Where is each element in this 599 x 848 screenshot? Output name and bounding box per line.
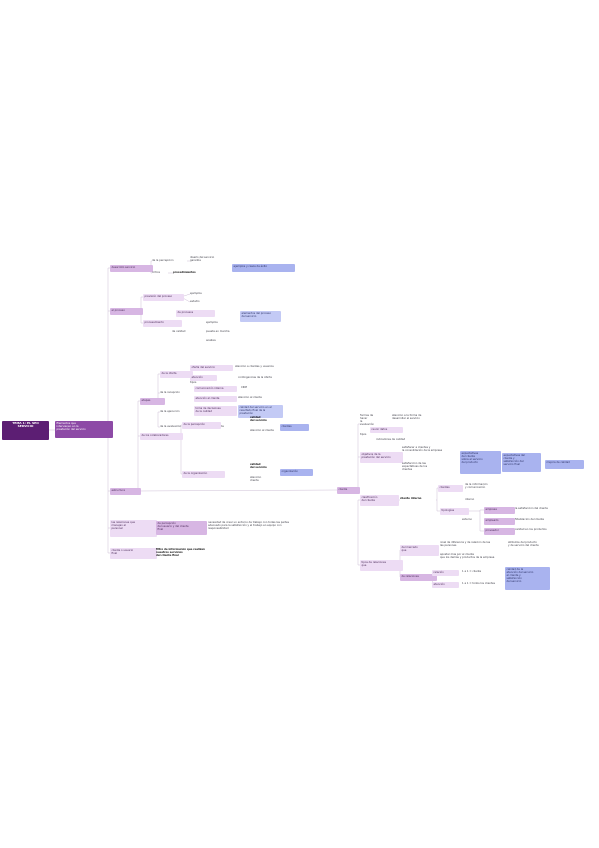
diagram-node-b3a4x: CRM	[241, 386, 247, 389]
diagram-node-r1c: tipos	[360, 433, 367, 436]
diagram-node-b7a: filtro de información que realizan nuest…	[156, 548, 205, 557]
diagram-node-b4b: de la organización	[182, 471, 225, 479]
diagram-node-r3d3: empleado	[484, 518, 515, 526]
diagram-node-r3: clasificación del cliente	[360, 495, 399, 507]
diagram-node-r4b: de relaciones	[400, 574, 437, 582]
diagram-node-b4: de los colaboradores	[140, 433, 183, 441]
diagram-node-r4b2: atención	[432, 582, 459, 589]
diagram-node-r3d4: proveedor	[484, 528, 515, 536]
diagram-node-b2e: elementos del proceso del servicio	[240, 311, 281, 323]
diagram-node-root: TEMA 1: EL SEO SERVICIO	[2, 421, 49, 441]
diagram-node-r2: objetivos de la prestación del servicio	[360, 452, 403, 464]
diagram-node-r1b: reunir datos	[370, 427, 403, 434]
diagram-node-b2d: de calidad	[172, 330, 186, 333]
diagram-node-r3d: tipologías	[440, 508, 469, 516]
diagram-node-b3c: de la ejecución	[160, 410, 180, 413]
diagram-node-b2a1: ejemplos	[190, 292, 202, 295]
diagram-node-b7: cliente o usuario final	[110, 548, 157, 560]
diagram-node-r4b1: relación	[432, 570, 459, 577]
diagram-node-b4b3: organización	[280, 469, 313, 477]
diagram-node-intro: Elementos que intervienen en la prestaci…	[55, 421, 113, 439]
diagram-node-r3b1: de la información y comunicación	[465, 483, 488, 489]
diagram-node-r2e: mejora de calidad	[545, 460, 584, 470]
diagram-node-b3a3: tipos	[190, 381, 197, 384]
diagram-node-b4a2: atención al cliente	[250, 429, 274, 432]
diagram-node-b1b: crítica	[152, 271, 160, 274]
diagram-node-b3b1x: atención al cliente	[238, 396, 262, 399]
diagram-node-r3c: interno	[465, 498, 475, 501]
diagram-node-b4b1: calidad del servicio	[250, 463, 267, 469]
diagram-node-r0: cliente	[337, 487, 360, 495]
diagram-node-b4a3: clientes	[280, 424, 309, 432]
diagram-node-r3b: clientes	[438, 485, 463, 493]
diagram-node-b1: desarrollo servicio	[110, 265, 153, 273]
diagram-node-r2b: satisfacción de las expectativas de los …	[402, 462, 428, 471]
diagram-node-r4c: calidad de la atención del servicio al c…	[505, 567, 550, 591]
diagram-node-b3a4: comunicación interna	[194, 386, 237, 393]
diagram-node-b3b1: atención al cliente	[194, 396, 237, 403]
diagram-node-r4a2: atributos del producto y de servicio del…	[508, 541, 539, 547]
diagram-node-r2d: expectativas del cliente y satisfacción …	[502, 453, 541, 473]
diagram-node-b4b2: atención cliente	[250, 476, 262, 482]
diagram-node-b3a1x: atención a clientes y usuarios	[235, 365, 274, 368]
diagram-node-b2a: previsión del proceso	[143, 294, 184, 302]
diagram-node-r3d2: externo	[462, 518, 472, 521]
diagram-node-b1a1: diseño del servicio garantía	[190, 256, 215, 262]
diagram-node-r1a: atención a la forma de desarrollar el se…	[392, 414, 422, 420]
diagram-node-r1: formas de hacer la evaluación	[360, 414, 375, 426]
diagram-node-b4a: de la percepción	[182, 422, 221, 430]
diagram-node-r3d4x: calidad en los productos	[515, 528, 547, 531]
diagram-node-b3b: de la recepción	[160, 391, 180, 394]
diagram-node-r3a: cliente interno	[400, 497, 422, 500]
diagram-node-b3a1: oferta del servicio	[190, 365, 233, 372]
diagram-node-b1b1: procedimientos	[173, 271, 196, 274]
diagram-node-b3: etapas	[140, 398, 165, 406]
diagram-node-b2c1: ejemplos	[206, 321, 218, 324]
diagram-node-b2: el proceso	[110, 308, 143, 316]
diagram-node-b6b: necesidad de crear un entorno de trabajo…	[208, 521, 290, 530]
diagram-node-b4a1: calidad del servicio	[250, 416, 267, 422]
diagram-node-r3d1: empresa	[484, 507, 515, 515]
diagram-node-b6: las relaciones que manejan el personal	[110, 520, 157, 538]
diagram-node-r3d3x: fidelización del cliente	[515, 518, 544, 521]
diagram-node-b2a2: estudio	[190, 300, 200, 303]
diagram-node-b3c2: calidad del servicio en el resultado fin…	[238, 405, 283, 419]
diagram-node-r4a3: apostar más por el cliente que los demás…	[440, 553, 495, 559]
diagram-node-b3d: de la evaluación	[160, 425, 182, 428]
diagram-node-r4a: del mercado que	[400, 545, 439, 557]
diagram-node-b1a: de la percepción	[152, 259, 174, 262]
diagram-node-b2c: procesamiento	[143, 320, 182, 328]
diagram-node-b6a: de percepción del usuario y del cliente …	[156, 521, 207, 536]
diagram-node-b2d1: puesta en marcha	[206, 330, 230, 333]
diagram-node-b5: estructura	[110, 488, 141, 496]
diagram-node-r3d1x: la satisfacción del cliente	[515, 507, 548, 510]
diagram-node-b1c: ejemplos y casos de éxito	[232, 264, 295, 273]
diagram-node-b2b: de procesos	[176, 310, 215, 318]
diagram-node-r4b2x: 1 a 1 = todos los clientes	[462, 582, 495, 585]
diagram-node-b2d2: análisis	[206, 339, 216, 342]
diagram-node-b3c1: toma de decisiones de la calidad	[194, 406, 237, 417]
diagram-node-r1d: indicadores de calidad	[376, 438, 406, 441]
diagram-node-r4b1x: 1 a 1 = cliente	[462, 570, 482, 573]
diagram-node-r4a1: nivel de diferencia y de relación de las…	[440, 541, 491, 547]
diagram-node-b3a2x: contingencias de la oferta	[238, 376, 272, 379]
diagram-node-b3a2: atención	[190, 375, 217, 382]
diagram-node-r2a: satisfacer a clientes y la consolidación…	[402, 446, 443, 452]
diagram-node-r2c: expectativas del cliente sobre el servic…	[460, 451, 501, 475]
diagram-node-b3a: de la oferta	[160, 371, 193, 379]
diagram-node-r4: tipos de relaciones que	[360, 560, 403, 572]
